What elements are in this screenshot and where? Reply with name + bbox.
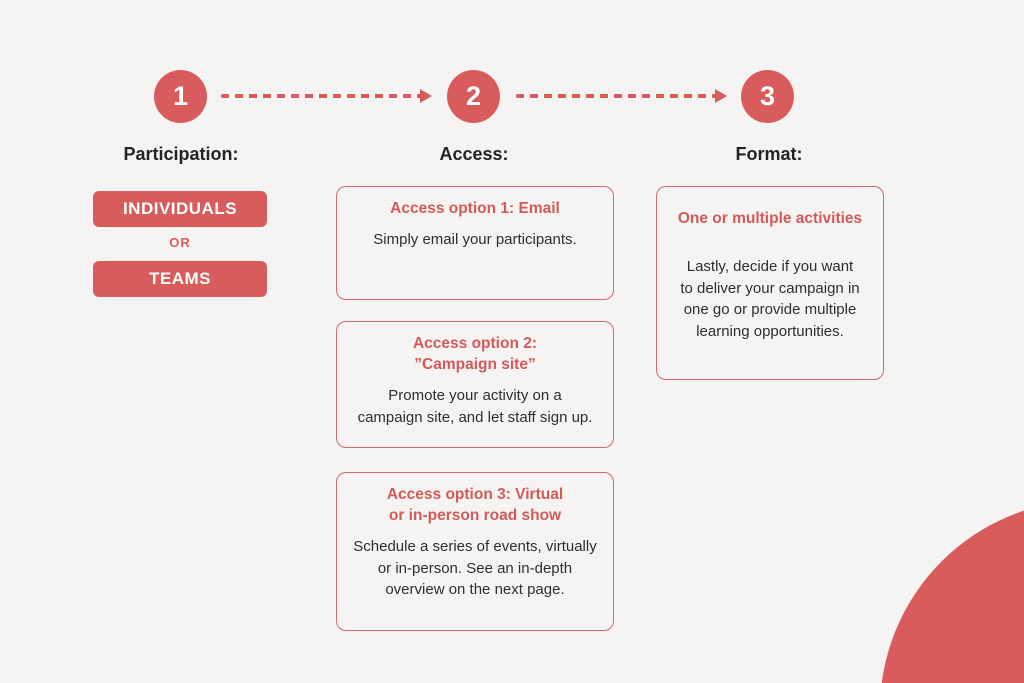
format-card-title: One or multiple activities [677,210,863,227]
title-line: or in-person road show [388,506,562,524]
body-line: campaign site, and let staff sign up. [357,408,593,426]
teams-label: TEAMS [149,269,211,288]
access-option-2-card: Access option 2: ”Campaign site” Promote… [336,321,614,448]
corner-circle-decoration [880,500,1024,683]
body-line: Lastly, decide if you want [686,257,854,275]
access-option-1-card: Access option 1: Email Simply email your… [336,186,614,300]
body-line: Promote your activity on a [388,386,562,404]
dashed-arrow-icon [516,89,727,103]
step-2-number: 2 [465,81,482,111]
column-header-participation: Participation: [123,144,239,164]
format-card: One or multiple activities Lastly, decid… [656,186,884,380]
arrow-head [715,89,727,103]
or-connector-label: OR [169,235,191,250]
step-1-number: 1 [172,81,189,111]
body-line: to deliver your campaign in [680,279,860,297]
body-line: overview on the next page. [385,581,565,599]
column-header-format: Format: [735,144,803,164]
step-3-circle: 3 [741,70,794,123]
individuals-pill: INDIVIDUALS [93,191,267,227]
body-line: Simply email your participants. [373,230,577,248]
title-line: Access option 2: [412,335,538,352]
teams-pill: TEAMS [93,261,267,297]
body-line: Schedule a series of events, virtually [353,537,597,555]
dashed-arrow-icon [221,89,432,103]
access-option-3-title: Access option 3: Virtual or in-person ro… [347,485,603,527]
individuals-label: INDIVIDUALS [122,199,238,218]
arrow-dashes [516,94,717,98]
access-option-3-body: Schedule a series of events, virtually o… [347,536,603,601]
access-option-3-card: Access option 3: Virtual or in-person ro… [336,472,614,631]
arrow-dashes [221,94,422,98]
body-line: one go or provide multiple [683,301,857,319]
access-option-1-body: Simply email your participants. [347,229,603,251]
title-line: Access option 1: Email [390,200,560,217]
access-option-1-title: Access option 1: Email [347,199,603,220]
column-header-access: Access: [439,144,509,164]
body-line: learning opportunities. [696,323,844,341]
body-line: or in-person. See an in-depth [377,559,573,577]
format-card-body: Lastly, decide if you want to deliver yo… [667,256,873,343]
title-line: ”Campaign site” [414,355,536,373]
arrow-head [420,89,432,103]
step-2-circle: 2 [447,70,500,123]
step-3-number: 3 [759,81,776,111]
step-1-circle: 1 [154,70,207,123]
access-option-2-title: Access option 2: ”Campaign site” [347,334,603,376]
title-line: Access option 3: Virtual [386,486,564,503]
access-option-2-body: Promote your activity on a campaign site… [347,385,603,429]
